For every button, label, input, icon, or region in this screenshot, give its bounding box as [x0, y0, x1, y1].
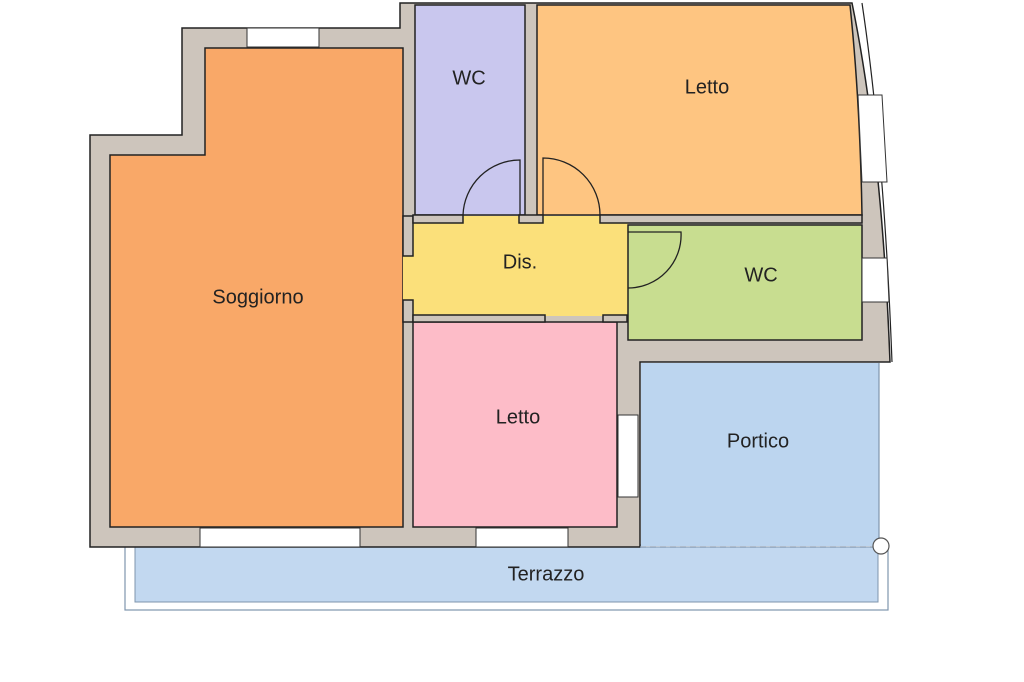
label-portico: Portico	[727, 430, 789, 452]
wall-stub	[518, 214, 544, 224]
wall-stub	[412, 314, 546, 323]
window	[857, 94, 888, 183]
room-letto-1	[536, 4, 863, 216]
wall-stub	[402, 215, 414, 257]
wall-stub	[602, 314, 628, 323]
label-letto-2: Letto	[496, 406, 540, 428]
label-wc-2: WC	[744, 264, 777, 286]
window	[861, 257, 890, 303]
label-soggiorno: Soggiorno	[212, 286, 303, 308]
room-letto-2	[412, 321, 618, 528]
wall-stub	[412, 214, 464, 224]
door-wc-2	[627, 231, 682, 289]
wall-stub	[599, 214, 863, 224]
window	[246, 27, 320, 48]
label-wc-1: WC	[452, 67, 485, 89]
room-portico	[641, 363, 879, 546]
room-soggiorno	[109, 47, 404, 528]
wall-stub	[402, 299, 414, 323]
door-wc-1	[462, 159, 521, 216]
label-terrazzo: Terrazzo	[508, 563, 585, 585]
label-letto-1: Letto	[685, 76, 729, 98]
room-wc-1	[414, 4, 526, 216]
column-marker	[872, 537, 890, 555]
room-terrazzo	[134, 546, 879, 603]
window	[475, 527, 569, 548]
window	[199, 527, 361, 548]
room-dis	[403, 216, 628, 316]
label-dis: Dis.	[503, 251, 537, 273]
window	[617, 414, 639, 498]
door-letto-1	[542, 157, 601, 216]
